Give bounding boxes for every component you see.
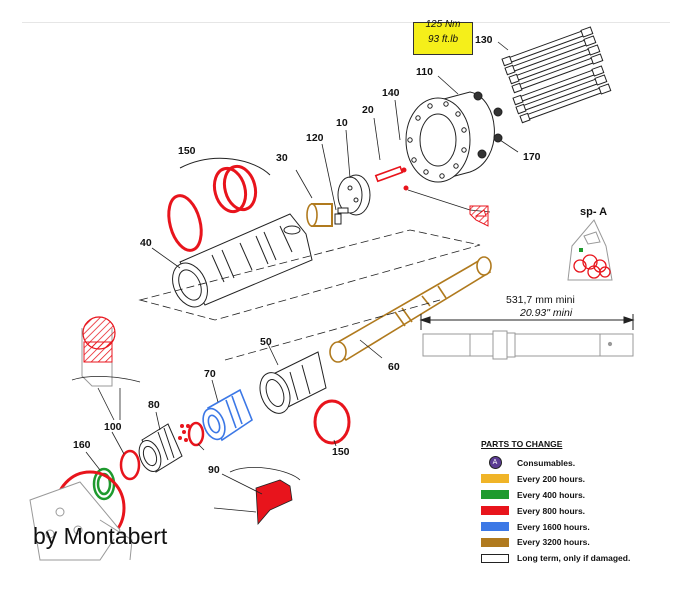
seal-carrier-70	[202, 388, 253, 442]
callout-120: 120	[306, 132, 324, 144]
pin-120	[334, 213, 342, 225]
swatch-1600h	[481, 522, 509, 531]
legend-row-400h: Every 400 hours.	[481, 487, 661, 503]
legend-row-3200h: Every 3200 hours.	[481, 534, 661, 550]
assembly-outline-upper	[138, 229, 481, 321]
seal-90	[187, 421, 205, 447]
callout-110: 110	[416, 66, 433, 78]
spare-kit-label: sp- A	[580, 206, 608, 218]
swatch-3200h	[481, 537, 509, 547]
swatch-200h	[481, 474, 509, 484]
torque-imperial: 93 ft.lb	[427, 34, 459, 45]
credit-text: by Montabert	[33, 523, 168, 549]
swatch-800h	[481, 506, 509, 516]
torque-metric: 125 Nm	[425, 19, 461, 30]
assembly-outline-lower	[224, 299, 441, 361]
tie-bolts-130	[501, 26, 612, 124]
o-ring-100	[119, 449, 141, 481]
swatch-long-term	[481, 553, 509, 563]
diagram-sheet	[22, 22, 670, 589]
seal-section-detail-100	[71, 316, 141, 421]
legend-row-long-term: Long term, only if damaged.	[481, 550, 661, 566]
bushing-80	[138, 423, 183, 473]
callout-130: 130	[475, 34, 493, 46]
torque-spec-box: 125 Nm 93 ft.lb	[413, 19, 473, 55]
legend-row-200h: Every 200 hours.	[481, 471, 661, 487]
leader-lines	[85, 41, 519, 471]
spare-kit-bag	[567, 219, 613, 281]
callout-150-bottom: 150	[332, 446, 350, 458]
swatch-400h	[481, 490, 509, 500]
dimension-metric: 531,7 mm mini	[506, 294, 575, 306]
callout-150-top: 150	[178, 145, 196, 157]
legend-row-800h: Every 800 hours.	[481, 503, 661, 519]
consumables-icon: A	[481, 456, 509, 470]
legend-row-1600h: Every 1600 hours.	[481, 519, 661, 535]
legend-title: PARTS TO CHANGE	[481, 439, 563, 449]
callout-20: 20	[362, 104, 374, 116]
callout-10: 10	[336, 117, 348, 129]
callout-60: 60	[388, 361, 400, 373]
o-rings-150-top	[167, 164, 258, 252]
front-cover	[29, 481, 133, 561]
piston-60	[329, 256, 492, 363]
callout-80: 80	[148, 399, 160, 411]
callout-50: 50	[260, 336, 272, 348]
seal-rings-small	[178, 424, 190, 442]
parts-to-change-legend: PARTS TO CHANGE A Consumables. Every 200…	[481, 439, 661, 566]
callout-30: 30	[276, 152, 288, 164]
callout-170: 170	[523, 151, 541, 163]
callout-140: 140	[382, 87, 400, 99]
callout-40: 40	[140, 237, 152, 249]
seal-profile-90-detail	[213, 467, 301, 526]
bushing-30	[306, 203, 333, 227]
callout-70: 70	[204, 368, 216, 380]
seal-profile-detail	[407, 189, 491, 227]
callout-160: 160	[73, 439, 91, 451]
legend-row-consumables: A Consumables.	[481, 455, 661, 471]
dowel-pin-20	[374, 165, 409, 191]
front-head-110	[405, 91, 503, 183]
dimension-imperial: 20.93" mini	[520, 307, 573, 319]
dimension-line	[419, 314, 635, 330]
valve-cap-10	[337, 174, 371, 216]
o-ring-150-bottom	[313, 399, 351, 445]
bushing-50	[259, 351, 327, 414]
callout-100: 100	[104, 421, 122, 433]
piston-side-view	[422, 330, 634, 360]
callout-90: 90	[208, 464, 220, 476]
cylinder-40	[172, 213, 313, 308]
